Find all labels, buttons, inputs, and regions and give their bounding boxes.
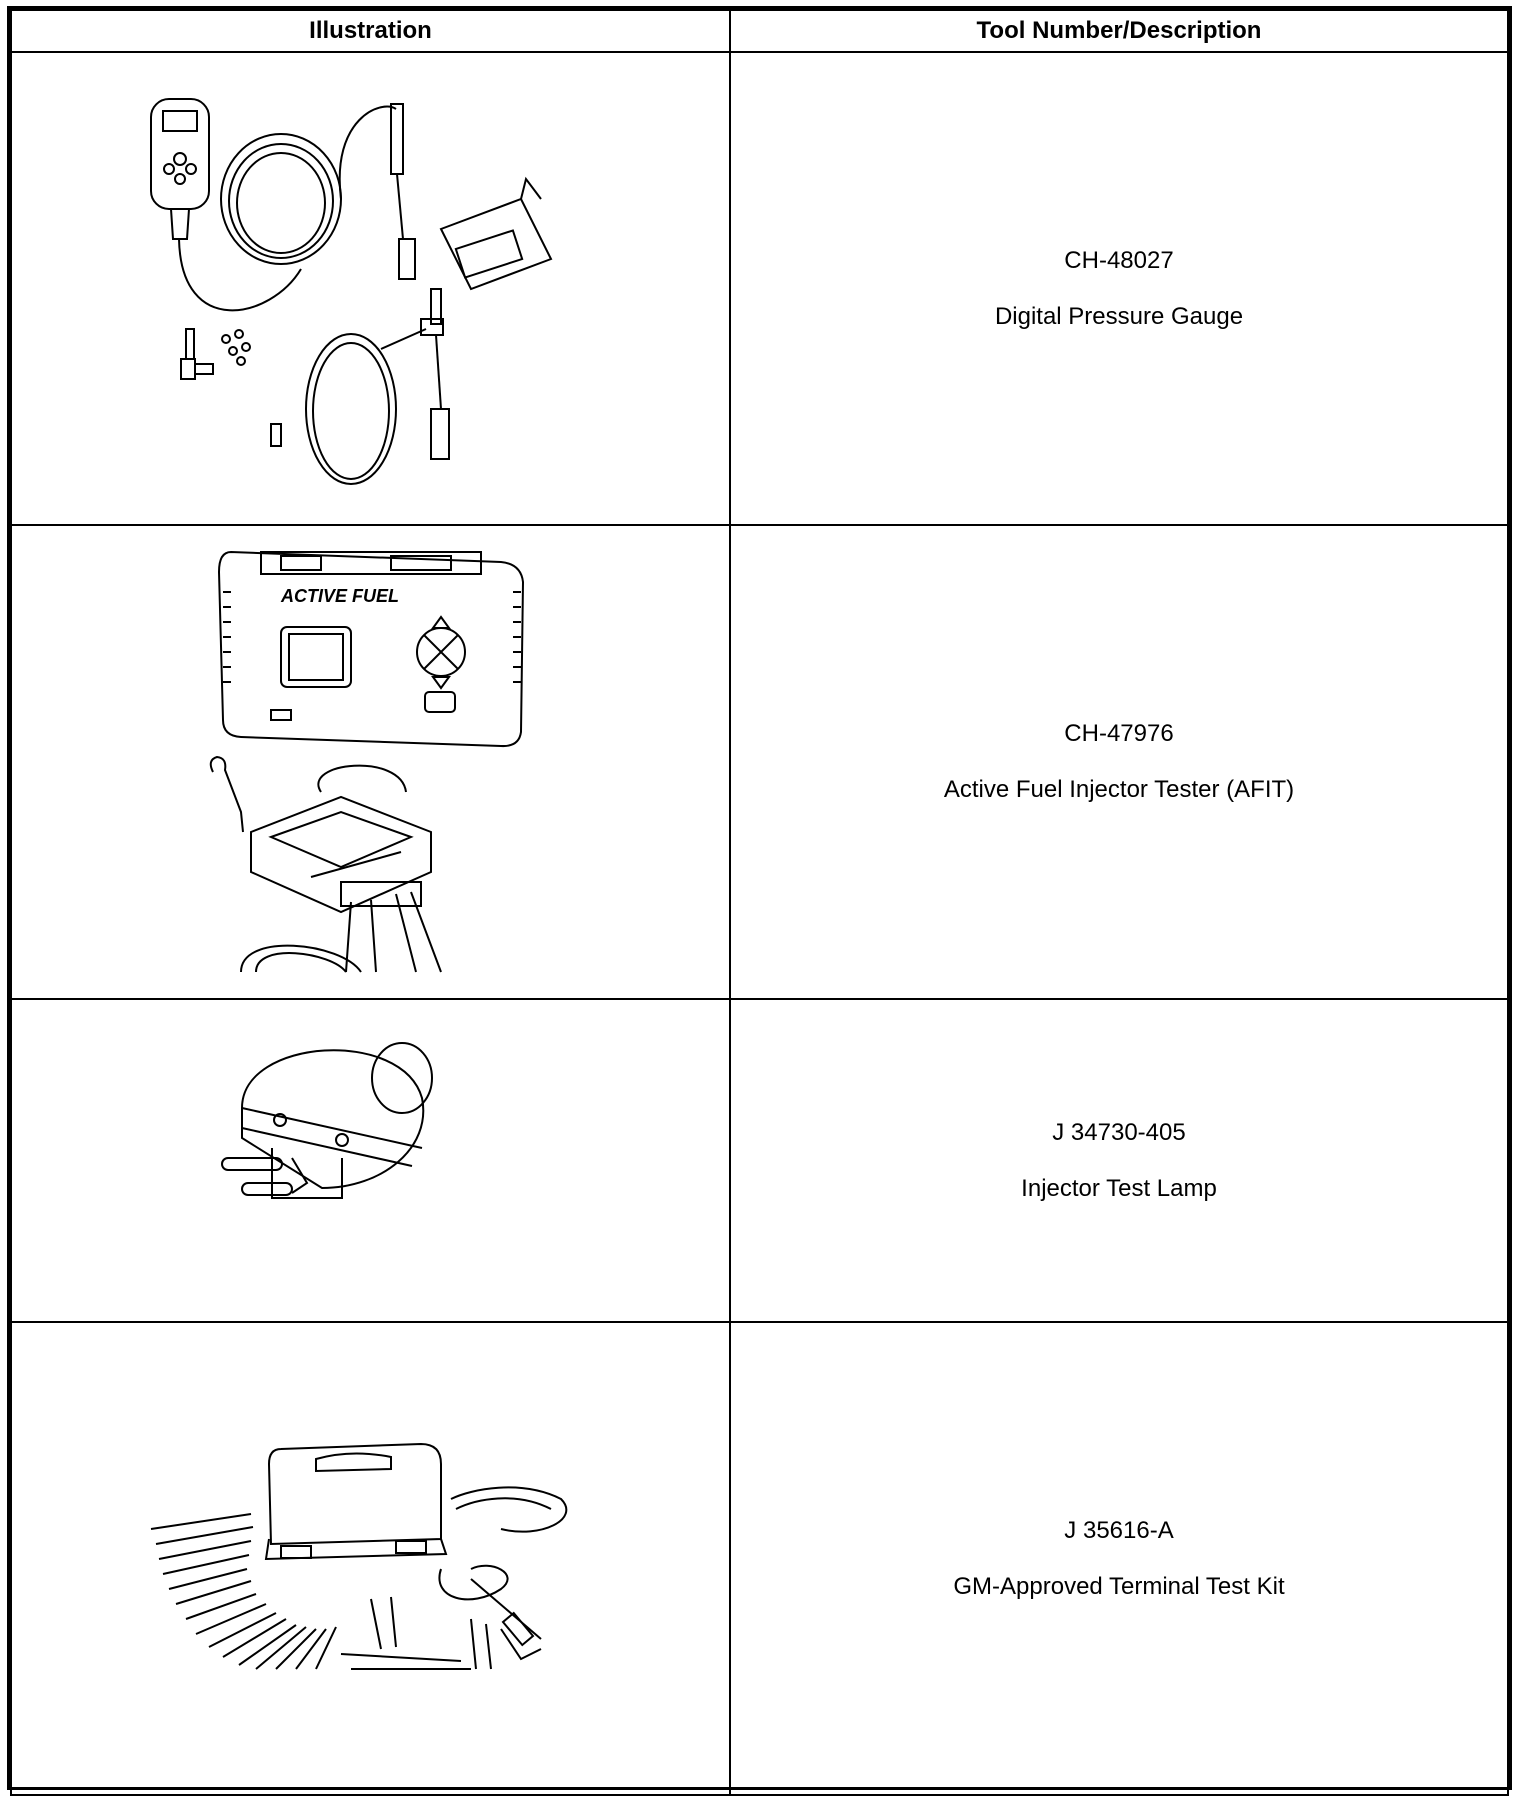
active-fuel-injector-tester-illustration: ACTIVE FUEL — [209, 550, 524, 973]
description-cell: CH-48027 Digital Pressure Gauge — [729, 51, 1509, 526]
tool-description: Active Fuel Injector Tester (AFIT) — [943, 776, 1295, 803]
digital-pressure-gauge-illustration — [149, 97, 552, 485]
description-header: Tool Number/Description — [729, 9, 1509, 53]
table-row: CH-48027 Digital Pressure Gauge — [10, 51, 1509, 526]
illustration-cell — [10, 51, 731, 526]
table-row: J 35616-A GM-Approved Terminal Test Kit — [10, 1321, 1509, 1796]
tool-description: Injector Test Lamp — [1021, 1174, 1217, 1202]
tool-number: J 34730-405 — [1052, 1118, 1186, 1146]
description-cell: J 34730-405 Injector Test Lamp — [729, 998, 1509, 1323]
tool-description: GM-Approved Terminal Test Kit — [953, 1572, 1285, 1600]
illustration-cell — [10, 1321, 731, 1796]
terminal-test-kit-illustration — [150, 1442, 567, 1670]
tool-table-container: Illustration Tool Number/Description — [7, 6, 1512, 1796]
table-row: J 34730-405 Injector Test Lamp — [10, 998, 1509, 1323]
table-row: ACTIVE FUEL — [10, 524, 1509, 1000]
description-cell: J 35616-A GM-Approved Terminal Test Kit — [729, 1321, 1509, 1796]
illustration-header: Illustration — [10, 9, 731, 53]
tool-table: Illustration Tool Number/Description — [10, 9, 1509, 1796]
illustration-cell: ACTIVE FUEL — [10, 524, 731, 1000]
tool-number: CH-47976 — [1064, 720, 1174, 747]
description-cell: CH-47976 Active Fuel Injector Tester (AF… — [729, 524, 1509, 1000]
tool-number: J 35616-A — [1064, 1516, 1174, 1544]
injector-test-lamp-illustration — [221, 1042, 433, 1199]
table-header-row: Illustration Tool Number/Description — [10, 9, 1509, 53]
illustration-cell — [10, 998, 731, 1323]
device-brand-label: ACTIVE FUEL — [280, 586, 399, 606]
tool-number: CH-48027 — [1064, 246, 1174, 274]
tool-description: Digital Pressure Gauge — [994, 302, 1244, 330]
